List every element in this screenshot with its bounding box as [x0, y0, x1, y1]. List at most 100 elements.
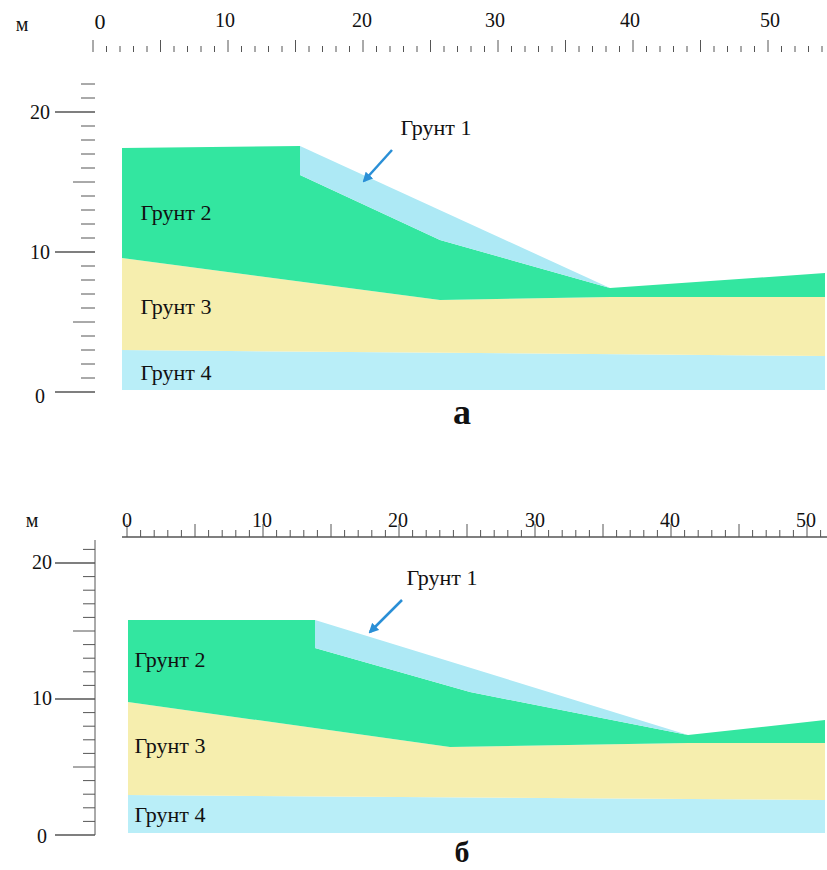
- ruler-tick: [81, 98, 95, 99]
- ruler-tick: [430, 40, 431, 52]
- ruler-tick: [120, 46, 121, 52]
- ruler-tick: [768, 40, 769, 52]
- ruler-tick: [140, 530, 141, 537]
- ruler-tick: [83, 658, 95, 659]
- ruler-tick: [630, 530, 631, 537]
- ruler-tick: [81, 308, 95, 309]
- ruler-tick: [241, 46, 242, 52]
- ruler-tick: [133, 46, 134, 52]
- ruler-tick: [766, 530, 767, 537]
- unit-label: м: [26, 510, 39, 530]
- layer-name: Грунт 2: [135, 649, 206, 671]
- ruler-tick: [81, 280, 95, 281]
- ruler-tick: [643, 530, 644, 537]
- ruler-tick: [208, 530, 209, 537]
- axis-number: 50: [796, 510, 816, 530]
- ruler-tick: [336, 46, 337, 52]
- ruler-tick: [167, 530, 168, 537]
- ruler-tick: [727, 46, 728, 52]
- ruler-tick: [73, 767, 95, 768]
- ruler-tick: [81, 126, 95, 127]
- ruler-tick: [376, 46, 377, 52]
- axis-number: 40: [660, 510, 680, 530]
- ruler-tick: [754, 46, 755, 52]
- ruler-tick: [160, 40, 161, 52]
- ruler-tick: [174, 46, 175, 52]
- ruler-tick: [592, 46, 593, 52]
- ruler-tick: [525, 46, 526, 52]
- panel-letter: а: [453, 394, 471, 430]
- ruler-tick: [81, 210, 95, 211]
- axis-number: 0: [37, 826, 47, 846]
- ruler-tick: [606, 46, 607, 52]
- ruler-tick: [55, 251, 95, 253]
- ruler-tick: [83, 739, 95, 740]
- ruler-tick: [467, 524, 468, 537]
- ruler-tick: [317, 530, 318, 537]
- layer-name: Грунт 4: [141, 362, 212, 384]
- ruler-tick: [439, 530, 440, 537]
- ruler-tick: [83, 671, 95, 672]
- ruler-tick: [83, 712, 95, 713]
- ruler-tick: [511, 46, 512, 52]
- section-b: [55, 524, 827, 835]
- ruler-tick: [552, 46, 553, 52]
- ruler-tick: [412, 530, 413, 537]
- ruler-tick: [81, 350, 95, 351]
- ruler-tick: [579, 46, 580, 52]
- ruler-tick: [95, 540, 96, 835]
- ruler-tick: [521, 530, 522, 537]
- ruler-tick: [660, 46, 661, 52]
- ruler-tick: [331, 524, 332, 537]
- ruler-tick: [181, 530, 182, 537]
- ruler-tick: [81, 336, 95, 337]
- ruler-tick: [507, 530, 508, 537]
- ruler-tick: [81, 266, 95, 267]
- ruler-tick: [83, 726, 95, 727]
- ruler-tick: [565, 40, 566, 52]
- ruler-tick: [55, 391, 95, 393]
- ruler-tick: [795, 46, 796, 52]
- ruler-tick: [309, 46, 310, 52]
- ruler-tick: [779, 530, 780, 537]
- ruler-tick: [322, 46, 323, 52]
- ruler-tick: [358, 530, 359, 537]
- axis-number: 20: [32, 552, 52, 572]
- ruler-tick: [752, 530, 753, 537]
- ruler-tick: [739, 524, 740, 537]
- ruler-tick: [83, 780, 95, 781]
- ruler-tick: [81, 168, 95, 169]
- ruler-tick: [81, 84, 95, 85]
- ruler-tick: [154, 530, 155, 537]
- ruler-tick: [81, 378, 95, 379]
- ruler-tick: [471, 46, 472, 52]
- ruler-tick: [457, 46, 458, 52]
- axis-number: 30: [485, 10, 505, 30]
- ruler-tick: [93, 40, 94, 52]
- ruler-tick: [453, 530, 454, 537]
- ruler-tick: [711, 530, 712, 537]
- ruler-tick: [81, 154, 95, 155]
- ruler-tick: [187, 46, 188, 52]
- ruler-tick: [575, 530, 576, 537]
- ruler-tick: [589, 530, 590, 537]
- ruler-tick: [390, 46, 391, 52]
- ruler-tick: [83, 576, 95, 577]
- ruler-tick: [73, 631, 95, 632]
- ruler-tick: [385, 530, 386, 537]
- layer-name: Грунт 1: [407, 567, 478, 589]
- ruler-tick: [295, 40, 296, 52]
- ruler-tick: [268, 46, 269, 52]
- layer-name: Грунт 3: [141, 296, 212, 318]
- ruler-tick: [714, 46, 715, 52]
- ruler-tick: [81, 196, 95, 197]
- panel-letter: б: [455, 837, 470, 867]
- ruler-tick: [214, 46, 215, 52]
- ruler-tick: [444, 46, 445, 52]
- ruler-tick: [83, 603, 95, 604]
- axis-number: 20: [388, 510, 408, 530]
- ruler-tick: [122, 536, 827, 538]
- ruler-tick: [657, 530, 658, 537]
- ruler-tick: [195, 524, 196, 537]
- ruler-tick: [83, 821, 95, 822]
